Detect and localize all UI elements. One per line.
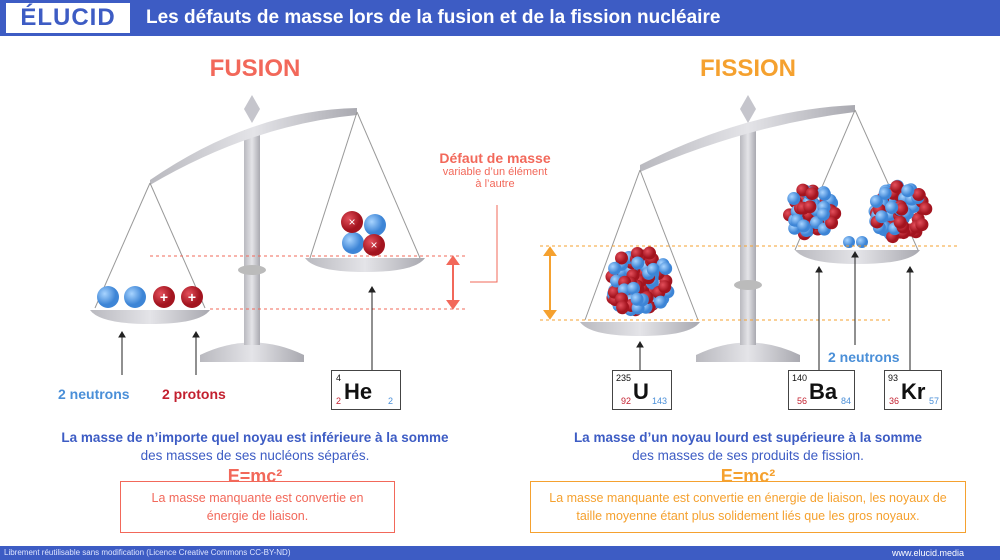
neutron-count: 84: [841, 396, 852, 406]
fission-description-bold: La masse d’un noyau lourd est supérieure…: [573, 430, 923, 445]
fusion-mass-defect-lines: [150, 255, 465, 310]
fission-nuclei: [605, 179, 933, 317]
element-symbol: He: [344, 379, 373, 404]
mass-defect-title: Défaut de masse: [439, 150, 551, 166]
mass-defect-sub2: à l’autre: [475, 178, 515, 190]
fusion-description-bold: La masse de n’importe quel noyau est inf…: [61, 430, 449, 445]
defect-bracket: [470, 205, 498, 283]
footer: Librement réutilisable sans modification…: [0, 546, 1000, 560]
fusion-description-text: des masses de ses nucléons séparés.: [140, 448, 370, 463]
pointer-arrows: [118, 251, 914, 375]
neutron: [856, 236, 868, 248]
element-u: 235 U 92 143: [612, 370, 672, 410]
mass-defect-label: Défaut de masse variable d’un élément à …: [415, 150, 575, 190]
svg-text:+: +: [188, 289, 196, 305]
element-symbol: U: [633, 379, 649, 404]
fission-description-text: des masses de ses produits de fission.: [632, 448, 864, 463]
mass-number: 140: [792, 373, 808, 383]
header: ÉLUCID Les défauts de masse lors de la f…: [0, 0, 1000, 36]
mass-number: 235: [616, 373, 632, 383]
fusion-title: FUSION: [209, 55, 301, 82]
fusion-scale: [90, 95, 425, 362]
fusion-nucleons: + +: [97, 286, 203, 308]
fusion-neutrons-label: 2 neutrons: [58, 386, 130, 402]
svg-text:×: ×: [370, 238, 377, 252]
scales-illustration: + + × ×: [90, 95, 960, 375]
fission-scale: [580, 95, 920, 362]
element-kr: 93 Kr 36 57: [884, 370, 942, 410]
logo: ÉLUCID: [6, 3, 130, 33]
svg-text:+: +: [160, 289, 168, 305]
fission-mass-defect-lines: [540, 245, 960, 321]
mass-defect-sub1: variable d’un élément: [442, 166, 548, 178]
neutron: [843, 236, 855, 248]
page-title: Les défauts de masse lors de la fusion e…: [146, 7, 721, 28]
uranium-nucleus: [605, 246, 675, 317]
fusion-protons-label: 2 protons: [162, 386, 226, 402]
license-text: Librement réutilisable sans modification…: [4, 548, 291, 557]
neutron-count: 2: [388, 396, 394, 406]
fission-explanation-box: La masse manquante est convertie en éner…: [530, 481, 966, 533]
fusion-explanation-box: La masse manquante est convertie en éner…: [120, 481, 395, 533]
fusion-defect-arrow: [446, 255, 460, 310]
proton-count: 56: [797, 396, 808, 406]
krypton-nucleus: [868, 179, 933, 244]
helium-nucleus: × ×: [341, 211, 386, 256]
proton-count: 92: [621, 396, 632, 406]
element-he: 4 He 2 2: [331, 370, 401, 410]
neutron-count: 143: [652, 396, 668, 406]
mass-number: 93: [888, 373, 899, 383]
proton-count: 2: [336, 396, 342, 406]
element-symbol: Ba: [809, 379, 838, 404]
element-ba: 140 Ba 56 84: [788, 370, 855, 410]
fission-defect-arrow: [543, 246, 557, 320]
svg-text:×: ×: [348, 215, 355, 229]
element-symbol: Kr: [901, 379, 926, 404]
proton-count: 36: [889, 396, 900, 406]
fission-title: FISSION: [699, 55, 796, 82]
fusion-description: La masse de n’importe quel noyau est inf…: [20, 429, 490, 465]
mass-number: 4: [336, 373, 342, 383]
fission-neutrons-label: 2 neutrons: [828, 349, 900, 365]
website-link[interactable]: www.elucid.media: [891, 548, 964, 558]
barium-nucleus: [782, 183, 842, 241]
neutron-count: 57: [929, 396, 940, 406]
fission-description: La masse d’un noyau lourd est supérieure…: [513, 429, 983, 465]
